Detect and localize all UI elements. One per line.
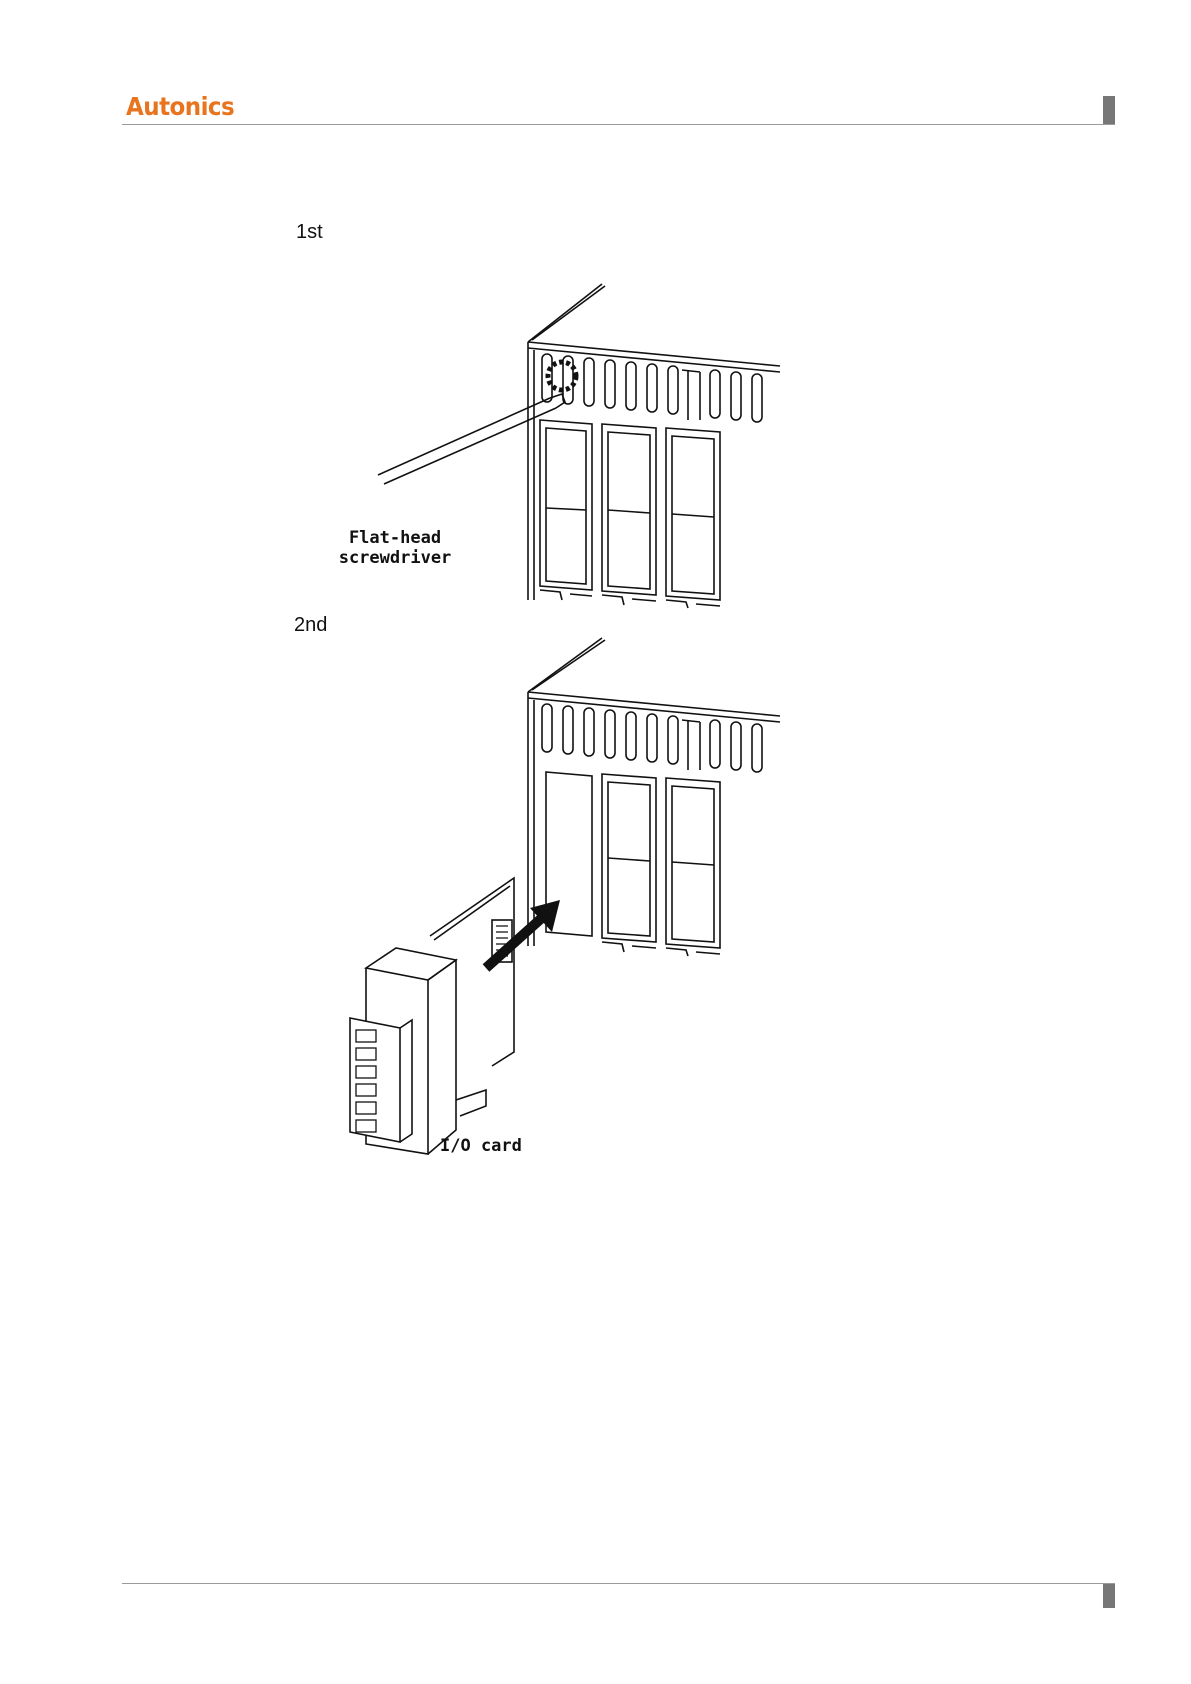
footer-rule bbox=[122, 1583, 1115, 1584]
header-edge-tab bbox=[1103, 96, 1115, 124]
step-1-label: 1st bbox=[296, 221, 323, 244]
footer-edge-tab bbox=[1103, 1584, 1115, 1608]
header-rule bbox=[122, 124, 1115, 125]
io-card-insertion-illustration bbox=[300, 630, 820, 1170]
brand-logo: Autonics bbox=[126, 92, 234, 121]
screwdriver-callout-line1: Flat-head bbox=[330, 528, 460, 548]
screwdriver-callout-line2: screwdriver bbox=[330, 548, 460, 568]
screwdriver-callout: Flat-head screwdriver bbox=[330, 528, 460, 568]
io-card-callout: I/O card bbox=[440, 1136, 522, 1156]
